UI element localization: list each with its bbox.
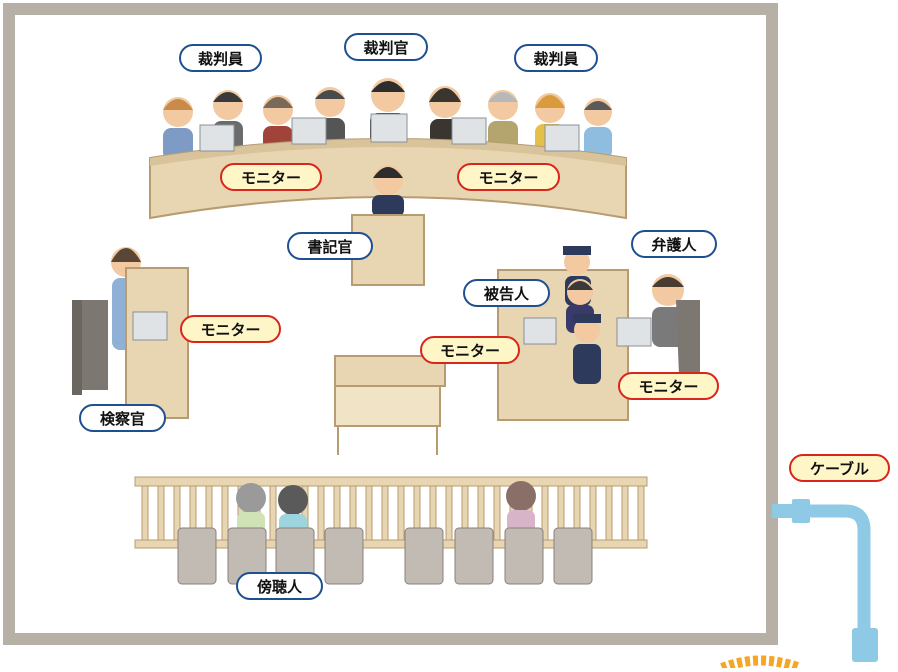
label-defendant: 被告人 [463, 279, 550, 307]
label-monitor-center: モニター [420, 336, 520, 364]
railing-baluster [157, 485, 165, 541]
railing-baluster [269, 485, 277, 541]
gallery-railing [134, 476, 648, 549]
railing-baluster [445, 485, 453, 541]
gallery-seats [177, 527, 593, 585]
label-monitor-bench-right: モニター [457, 163, 560, 191]
gallery-seat [504, 527, 544, 585]
monitor-icon [616, 317, 652, 347]
prosecutor-area [72, 247, 189, 419]
railing-baluster [621, 485, 629, 541]
railing-baluster [317, 485, 325, 541]
railing-baluster [365, 485, 373, 541]
glow-icon [720, 655, 802, 672]
label-judge-center: 裁判官 [344, 33, 428, 61]
gallery-seat [324, 527, 364, 585]
railing-baluster [141, 485, 149, 541]
railing-baluster [589, 485, 597, 541]
bench-monitors [199, 113, 580, 152]
label-gallery: 傍聴人 [236, 572, 323, 600]
gallery-seat [177, 527, 217, 585]
monitor-icon [523, 317, 557, 345]
label-monitor-bench-left: モニター [220, 163, 322, 191]
railing-baluster [605, 485, 613, 541]
monitor-icon [199, 124, 235, 152]
label-monitor-defense: モニター [618, 372, 719, 400]
monitor-icon [132, 311, 168, 341]
railing-baluster [541, 485, 549, 541]
railing-baluster [173, 485, 181, 541]
label-defense-counsel: 弁護人 [631, 230, 717, 258]
monitor-icon [451, 117, 487, 145]
prosecutor-desk [125, 267, 189, 419]
railing-baluster [381, 485, 389, 541]
gallery-seat [553, 527, 593, 585]
gallery-seat [404, 527, 444, 585]
railing-baluster [637, 485, 645, 541]
label-cable: ケーブル [789, 454, 890, 482]
label-judge-right: 裁判員 [514, 44, 598, 72]
gallery-seat [454, 527, 494, 585]
label-clerk: 書記官 [287, 232, 373, 260]
witness-stand [334, 355, 446, 455]
label-judge-left: 裁判員 [179, 44, 262, 72]
cable-icon [772, 499, 878, 662]
monitor-icon [291, 117, 327, 145]
person-icon [584, 98, 612, 159]
label-monitor-prosecutor: モニター [180, 315, 281, 343]
label-prosecutor: 検察官 [79, 404, 166, 432]
railing-baluster [397, 485, 405, 541]
monitor-icon [370, 113, 408, 143]
clerk-person [372, 165, 404, 217]
railing-baluster [221, 485, 229, 541]
railing-baluster [493, 485, 501, 541]
monitor-icon [544, 124, 580, 152]
